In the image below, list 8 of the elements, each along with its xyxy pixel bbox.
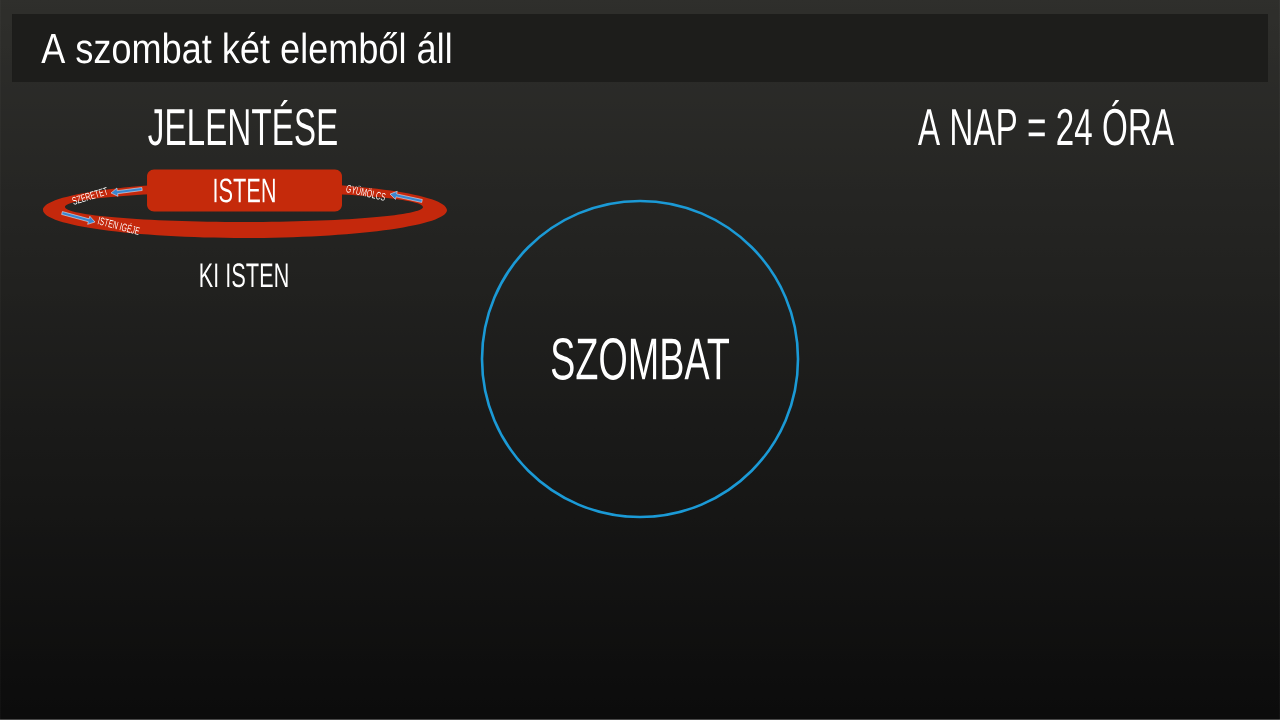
caption: KI ISTEN xyxy=(200,263,288,288)
ring-label: GYÜMÖLCS xyxy=(346,185,386,201)
ring-label: SZERETET xyxy=(72,187,107,205)
rounded-box: ISTEN xyxy=(147,169,342,212)
heading: JELENTÉSE xyxy=(148,99,337,146)
ring-label: ISTEN IGÉJE xyxy=(97,216,141,236)
heading: A NAP = 24 ÓRA xyxy=(918,99,1174,146)
title: A szombat két elemből áll xyxy=(41,32,451,64)
